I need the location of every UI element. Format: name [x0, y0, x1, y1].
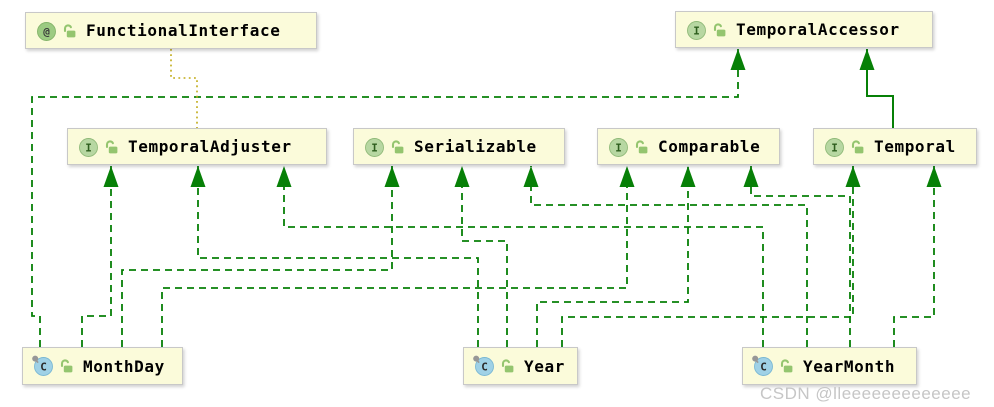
svg-text:C: C: [760, 361, 767, 374]
arrowhead-temporal: [926, 166, 942, 187]
edge-year-implements-temporal-adjuster: [197, 166, 479, 347]
arrowhead-temporal: [845, 166, 861, 187]
arrowhead-temporal-accessor: [730, 49, 746, 70]
svg-text:I: I: [831, 141, 838, 154]
svg-text:@: @: [43, 25, 50, 38]
svg-text:C: C: [481, 361, 488, 374]
node-label: Year: [524, 356, 565, 376]
annotation-node-functional-interface[interactable]: @ FunctionalInterface: [25, 12, 317, 49]
open-lock-icon: [850, 139, 866, 155]
node-label: MonthDay: [83, 356, 165, 376]
arrowhead-temporal-adjuster: [276, 166, 292, 187]
node-label: Comparable: [658, 137, 761, 156]
node-label: Serializable: [414, 137, 537, 156]
watermark: CSDN @lleeeeeeeeeeeee: [760, 384, 972, 403]
edge-yearmonth-implements-temporal: [893, 166, 935, 347]
open-lock-icon: [104, 139, 120, 155]
open-lock-icon: [59, 358, 75, 374]
edge-yearmonth-implements-comparable: [750, 166, 851, 347]
arrowhead-comparable: [619, 166, 635, 187]
node-label: TemporalAdjuster: [128, 137, 292, 156]
class-icon: C: [472, 355, 495, 377]
arrowhead-comparable: [680, 166, 696, 187]
arrowhead-serializable: [454, 166, 470, 187]
edge-year-implements-comparable: [536, 166, 689, 347]
open-lock-icon: [712, 22, 728, 38]
annotation-icon: @: [34, 20, 57, 42]
interface-node-serializable[interactable]: I Serializable: [353, 128, 565, 165]
class-icon: C: [751, 355, 774, 377]
arrowhead-temporal-adjuster: [103, 166, 119, 187]
node-label: TemporalAccessor: [736, 20, 900, 39]
arrowhead-temporal-accessor: [859, 49, 875, 70]
class-node-yearmonth[interactable]: C YearMonth: [742, 347, 917, 385]
edge-functional-interface-annotation-temporal-adjuster: [170, 49, 198, 128]
arrowhead-temporal-adjuster: [190, 166, 206, 187]
interface-icon: I: [684, 19, 707, 41]
svg-text:I: I: [693, 24, 700, 37]
arrowhead-comparable: [743, 166, 759, 187]
interface-icon: I: [76, 136, 99, 158]
svg-text:I: I: [371, 141, 378, 154]
class-node-monthday[interactable]: C MonthDay: [22, 347, 183, 385]
interface-node-temporal[interactable]: I Temporal: [813, 128, 977, 165]
node-label: FunctionalInterface: [86, 21, 281, 40]
node-label: YearMonth: [803, 356, 896, 376]
edge-monthday-implements-temporal-accessor: [31, 49, 739, 347]
open-lock-icon: [500, 358, 516, 374]
svg-text:C: C: [40, 361, 47, 374]
open-lock-icon: [62, 23, 78, 39]
edge-year-implements-temporal: [561, 166, 854, 347]
interface-icon: I: [362, 136, 385, 158]
edge-temporal-extends-temporal-accessor: [866, 49, 894, 128]
svg-text:I: I: [615, 141, 622, 154]
interface-icon: I: [606, 136, 629, 158]
edge-monthday-implements-temporal-adjuster: [81, 166, 112, 347]
open-lock-icon: [779, 358, 795, 374]
class-node-year[interactable]: C Year: [463, 347, 578, 385]
edge-yearmonth-implements-serializable: [530, 166, 808, 347]
arrowhead-serializable: [384, 166, 400, 187]
edge-yearmonth-implements-temporal-adjuster: [283, 166, 764, 347]
node-label: Temporal: [874, 137, 956, 156]
interface-node-temporal-adjuster[interactable]: I TemporalAdjuster: [67, 128, 327, 165]
interface-node-comparable[interactable]: I Comparable: [597, 128, 780, 165]
edge-year-implements-serializable: [461, 166, 508, 347]
open-lock-icon: [390, 139, 406, 155]
arrowhead-serializable: [523, 166, 539, 187]
class-icon: C: [31, 355, 54, 377]
edge-monthday-implements-serializable: [121, 166, 393, 347]
interface-node-temporal-accessor[interactable]: I TemporalAccessor: [675, 11, 933, 48]
open-lock-icon: [634, 139, 650, 155]
svg-text:I: I: [85, 141, 92, 154]
interface-icon: I: [822, 136, 845, 158]
edge-monthday-implements-comparable: [161, 166, 628, 347]
